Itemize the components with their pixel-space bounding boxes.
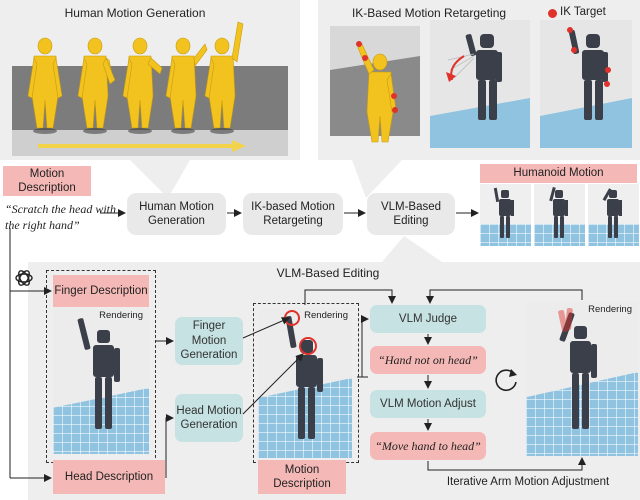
ik-retargeting-scene (330, 20, 632, 148)
humanoid-frame-1 (480, 184, 531, 246)
vlm-judge: VLM Judge (370, 305, 486, 333)
motion-description-bottom: Motion Description (258, 460, 346, 494)
human-motion-title: Human Motion Generation (64, 6, 206, 20)
judge-output: “Hand not on head” (370, 346, 486, 374)
humanoid-frame-2 (534, 184, 585, 246)
ik-target-legend: IK Target (560, 6, 606, 18)
robot-figure-right (559, 312, 597, 429)
robot-figure-out-1 (493, 187, 514, 238)
loop-label: Iterative Arm Motion Adjustment (446, 476, 610, 488)
vlm-motion-adjust: VLM Motion Adjust (370, 390, 486, 418)
head-motion-generation: Head Motion Generation (175, 394, 243, 442)
human-figure-3 (122, 37, 163, 129)
robot-figure-left (77, 318, 120, 429)
scene-floor (12, 130, 288, 156)
robot-figure-ik-2 (568, 30, 608, 120)
motion-description-text: “Scratch the head with the right hand” (5, 202, 116, 232)
vlm-editing-step: VLM-Based Editing (367, 193, 455, 235)
adjust-output: “Move hand to head” (370, 432, 486, 460)
rendering-frame-left: Rendering (53, 308, 149, 454)
humanoid-frame-3 (588, 184, 639, 246)
rendering-label-right: Rendering (588, 304, 632, 315)
refresh-loop-icon (495, 369, 517, 391)
robot-figure-out-2 (549, 186, 568, 238)
rendering-frame-middle: Rendering (258, 308, 352, 458)
robot-figure-middle (285, 316, 323, 439)
human-motion-scene (12, 21, 288, 156)
timeline-arrowhead (232, 140, 246, 152)
head-description: Head Description (53, 460, 165, 494)
openai-logo-icon (15, 270, 33, 286)
vlm-editing-title: VLM-Based Editing (276, 266, 380, 280)
humanoid-motion-label: Humanoid Motion (480, 164, 637, 183)
ik-retargeting-step: IK-based Motion Retargeting (243, 193, 343, 235)
finger-description: Finger Description (53, 275, 149, 307)
head-highlight-circle (299, 337, 317, 355)
robot-scene-2-floor (540, 98, 632, 148)
vlm-panel-pointer (382, 236, 442, 262)
human-figure-5 (204, 21, 244, 129)
motion-description-label: Motion Description (3, 166, 91, 196)
ik-retargeting-title: IK-Based Motion Retargeting (351, 6, 507, 20)
robot-figure-ik-1 (465, 34, 502, 120)
rendering-label-left: Rendering (99, 310, 143, 321)
human-figure-4 (165, 37, 208, 129)
rendering-frame-right: Rendering (526, 302, 638, 456)
rendering-label-middle: Rendering (304, 310, 348, 321)
ik-target-dot-icon (548, 9, 557, 18)
finger-motion-generation: Finger Motion Generation (175, 317, 243, 365)
ik-panel-pointer (352, 160, 402, 198)
robot-figure-out-3 (602, 188, 622, 238)
human-panel-pointer (130, 160, 190, 198)
human-figure-2 (77, 37, 116, 129)
human-motion-generation-step: Human Motion Generation (127, 193, 226, 235)
human-figure-1 (27, 37, 63, 129)
robot-scene-1-floor (430, 98, 530, 148)
